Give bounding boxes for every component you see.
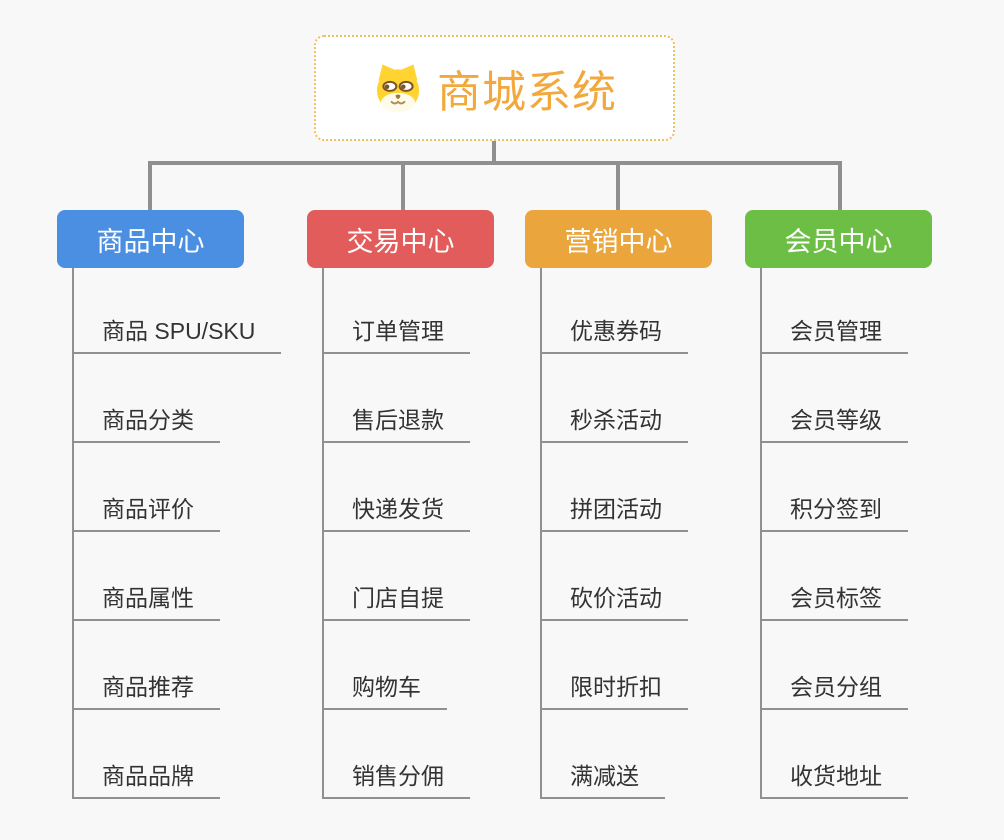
leaf-topic[interactable]: 购物车 — [324, 621, 447, 710]
leaf-topic[interactable]: 会员分组 — [762, 621, 908, 710]
leaf-topic[interactable]: 收货地址 — [762, 710, 908, 799]
connector-bus — [148, 161, 842, 165]
leaf-topic[interactable]: 商品评价 — [74, 443, 220, 532]
leaf-topic[interactable]: 秒杀活动 — [542, 354, 688, 443]
branch-children-member: 会员管理 会员等级 积分签到 会员标签 会员分组 收货地址 — [760, 268, 908, 799]
leaf-topic[interactable]: 快递发货 — [324, 443, 470, 532]
branch-children-marketing: 优惠券码 秒杀活动 拼团活动 砍价活动 限时折扣 满减送 — [540, 268, 688, 799]
connector-drop-3 — [616, 163, 620, 210]
connector-drop-2 — [401, 163, 405, 210]
doge-icon — [376, 64, 420, 113]
leaf-topic[interactable]: 销售分佣 — [324, 710, 470, 799]
branch-node-marketing[interactable]: 营销中心 — [525, 210, 712, 268]
leaf-topic[interactable]: 积分签到 — [762, 443, 908, 532]
leaf-topic[interactable]: 砍价活动 — [542, 532, 688, 621]
leaf-topic[interactable]: 商品推荐 — [74, 621, 220, 710]
leaf-topic[interactable]: 商品 SPU/SKU — [74, 268, 282, 354]
connector-drop-1 — [148, 163, 152, 210]
root-topic-title: 商城系统 — [437, 68, 617, 117]
leaf-topic[interactable]: 满减送 — [542, 710, 665, 799]
leaf-topic[interactable]: 商品属性 — [74, 532, 220, 621]
branch-node-product[interactable]: 商品中心 — [57, 210, 244, 268]
branch-children-product: 商品 SPU/SKU 商品分类 商品评价 商品属性 商品推荐 商品品牌 — [72, 268, 282, 799]
leaf-topic[interactable]: 拼团活动 — [542, 443, 688, 532]
leaf-topic[interactable]: 订单管理 — [324, 268, 470, 354]
branch-children-trade: 订单管理 售后退款 快递发货 门店自提 购物车 销售分佣 — [322, 268, 470, 799]
branch-node-member[interactable]: 会员中心 — [745, 210, 932, 268]
root-connector-stub — [492, 139, 496, 163]
root-topic[interactable]: 商城系统 — [314, 35, 675, 141]
leaf-topic[interactable]: 会员标签 — [762, 532, 908, 621]
leaf-topic[interactable]: 门店自提 — [324, 532, 470, 621]
connector-drop-4 — [838, 163, 842, 210]
leaf-topic[interactable]: 商品品牌 — [74, 710, 220, 799]
leaf-topic[interactable]: 会员等级 — [762, 354, 908, 443]
leaf-topic[interactable]: 限时折扣 — [542, 621, 688, 710]
leaf-topic[interactable]: 商品分类 — [74, 354, 220, 443]
branch-node-trade[interactable]: 交易中心 — [307, 210, 494, 268]
leaf-topic[interactable]: 售后退款 — [324, 354, 470, 443]
leaf-topic[interactable]: 优惠券码 — [542, 268, 688, 354]
leaf-topic[interactable]: 会员管理 — [762, 268, 908, 354]
